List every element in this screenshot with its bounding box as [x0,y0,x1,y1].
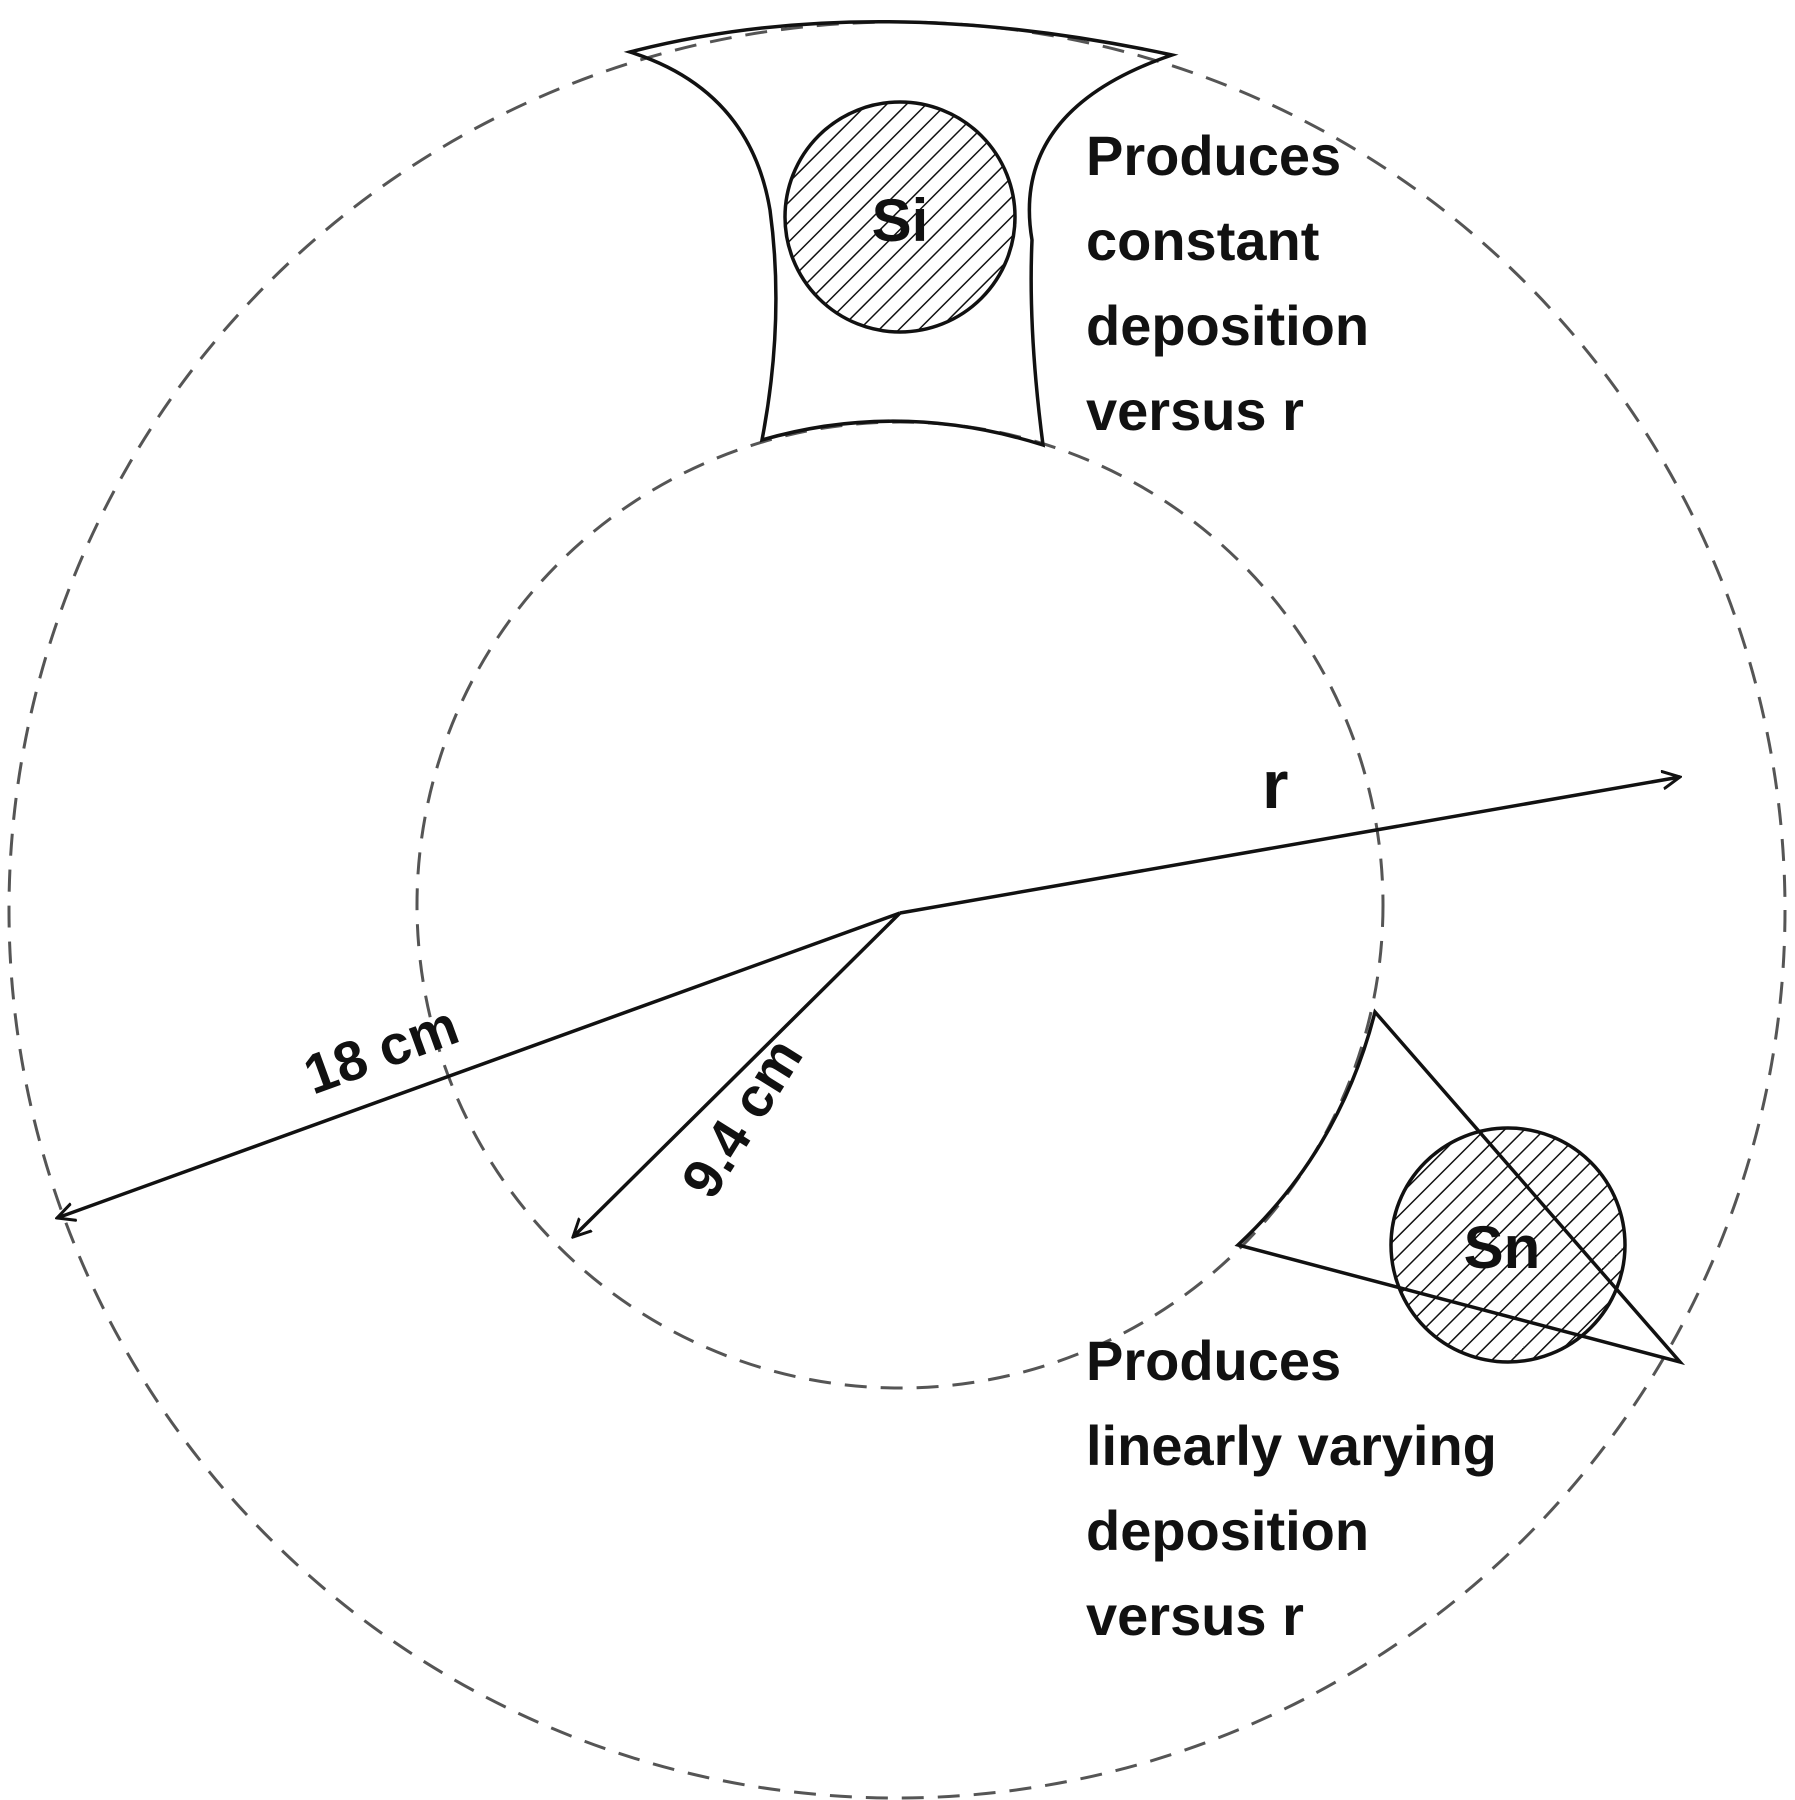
r-label: r [1262,747,1288,823]
si-label: Si [872,187,929,254]
linear-note-line-1: Produces [1086,1329,1341,1392]
linear-note-line-2: linearly varying [1086,1414,1497,1477]
sn-label: Sn [1464,1214,1541,1281]
constant-note-line-2: constant [1086,209,1319,272]
constant-note-line-1: Produces [1086,124,1341,187]
outer-radius-label: 18 cm [296,993,467,1107]
si-target [783,100,1017,334]
outer-radius-arrow [57,911,901,1218]
constant-note-line-3: deposition [1086,294,1369,357]
r-arrow [899,777,1680,915]
inner-radius-label: 9.4 cm [669,1027,815,1208]
sn-mask [1234,1008,1686,1366]
constant-note: Produces constant deposition versus r [1086,124,1369,442]
linear-note-line-3: deposition [1086,1499,1369,1562]
sn-target [1389,1126,1627,1364]
si-mask [623,20,1179,448]
constant-note-line-4: versus r [1086,379,1304,442]
linear-note: Produces linearly varying deposition ver… [1086,1329,1497,1647]
linear-note-line-4: versus r [1086,1584,1304,1647]
inner-radius-arrow [573,911,902,1237]
